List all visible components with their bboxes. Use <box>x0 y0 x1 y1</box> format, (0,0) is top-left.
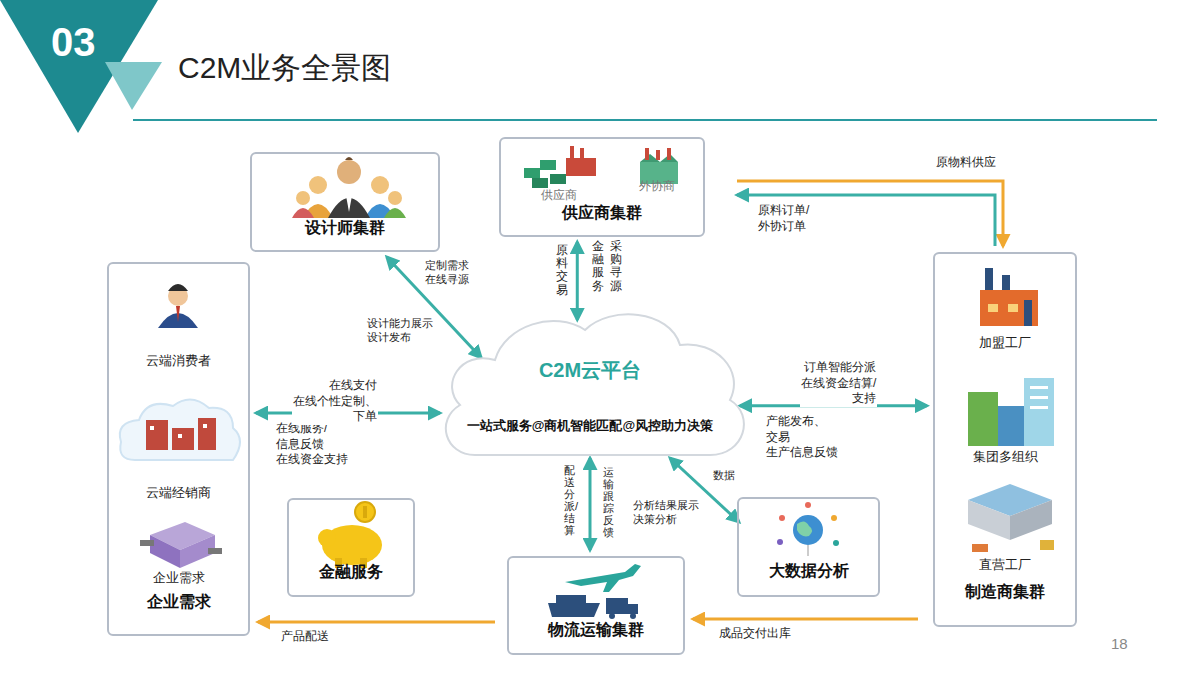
connector-arrow <box>258 621 495 624</box>
node-text: 企业需求 <box>109 569 248 587</box>
group-building-icon <box>968 378 1054 446</box>
designer-icon <box>292 157 406 218</box>
node-text: 供应商 <box>529 187 589 204</box>
edge-side-label: 采购寻源 <box>609 240 623 293</box>
node-text: 物流运输集群 <box>509 620 683 641</box>
edge-side-label: 运输跟踪反馈 <box>602 466 615 539</box>
edge-side-label: 产能发布、交易 生产信息反馈 <box>765 414 839 461</box>
consumer-icon <box>158 284 198 328</box>
edge-label: 订单智能分派 在线资金结算/支持 <box>800 360 877 407</box>
node-text: 金融服务 <box>289 562 413 583</box>
big-data-icon <box>777 502 839 556</box>
distributor-cloud-icon <box>120 399 240 460</box>
connector-arrow <box>737 181 1003 246</box>
edge-label: 定制需求 在线寻源 <box>424 258 470 287</box>
edge-label: 原料交易 <box>555 244 569 297</box>
edge-side-label: 设计能力展示 设计发布 <box>366 316 434 345</box>
logistics-box: 物流运输集群 <box>507 556 685 655</box>
supplier-cluster-box: 供应商 外协商供应商集群 <box>499 137 705 237</box>
node-text: 制造商集群 <box>935 582 1075 603</box>
finance-box: 金融服务 <box>287 498 415 597</box>
node-text: 加盟工厂 <box>935 334 1075 352</box>
edge-label: 原料订单/外协订单 <box>757 203 810 234</box>
edge-side-label: 数据 <box>712 468 736 482</box>
node-text: 大数据分析 <box>739 561 878 582</box>
node-text: 集团多组织 <box>935 448 1075 466</box>
platform-cloud: C2M云平台一站式服务@商机智能匹配@风控助力决策 <box>430 305 750 470</box>
node-text: C2M云平台 <box>430 357 750 384</box>
node-text: 供应商集群 <box>501 203 703 224</box>
connector-arrow <box>737 195 995 246</box>
connector-arrow <box>589 458 592 550</box>
designer-cluster-box: 设计师集群 <box>250 152 440 252</box>
section-number: 03 <box>50 20 97 64</box>
node-text: 设计师集群 <box>252 218 438 239</box>
edge-label: 成品交付出库 <box>718 626 792 642</box>
edge-label: 原物料供应 <box>935 155 997 171</box>
cloud-outline <box>430 305 750 470</box>
header-accent <box>105 62 162 110</box>
node-text: 直营工厂 <box>935 556 1075 574</box>
big-data-box: 大数据分析 <box>737 497 880 597</box>
header-rule <box>133 119 1157 121</box>
connector-arrow <box>576 242 579 320</box>
edge-label: 配送分派/结算 <box>563 464 576 537</box>
edge-label: 分析结果展示 决策分析 <box>632 498 700 527</box>
logistics-icon <box>548 564 641 619</box>
node-text: 云端经销商 <box>109 484 248 502</box>
edge-label: 产品配送 <box>280 629 330 645</box>
edge-label: 在线支付 在线个性定制、下单 <box>292 378 378 425</box>
edge-side-label: 在线服务/信息反馈 在线资金支持 <box>275 421 349 468</box>
direct-factory-icon <box>968 484 1054 552</box>
manufacturer-cluster-box: 加盟工厂集团多组织直营工厂制造商集群 <box>933 252 1077 627</box>
node-text: 云端消费者 <box>109 352 248 370</box>
connector-arrow <box>693 618 918 621</box>
page-number: 18 <box>1110 634 1129 654</box>
piggy-bank-icon <box>318 502 382 568</box>
node-text: 一站式服务@商机智能匹配@风控助力决策 <box>430 417 750 435</box>
edge-side-label: 金融服务 <box>591 240 605 293</box>
node-text: 企业需求 <box>109 592 248 613</box>
demand-box: 云端消费者云端经销商企业需求企业需求 <box>107 262 250 636</box>
cloud-shape <box>446 314 744 455</box>
franchise-factory-icon <box>980 268 1038 326</box>
page-title: C2M业务全景图 <box>178 48 391 89</box>
node-text: 外协商 <box>627 178 687 195</box>
enterprise-icon <box>140 522 222 568</box>
